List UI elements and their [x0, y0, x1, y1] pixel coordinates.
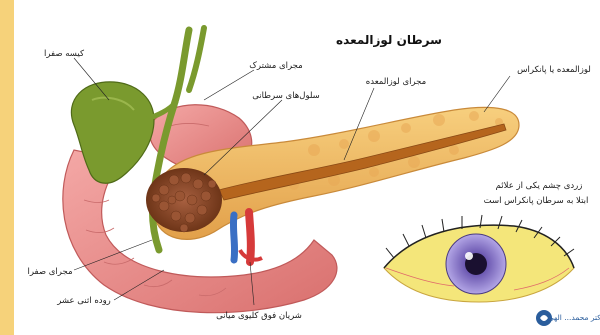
label-pancreatic-duct: مجرای لوزالمعده — [366, 77, 426, 87]
label-common-duct: مجرای مشترک — [249, 61, 302, 71]
illustration-canvas: سرطان لوزالمعده — [14, 0, 600, 335]
logo-text: دکتر محمد... الهی — [548, 313, 600, 322]
label-cancer-cells: سلول‌های سرطانی — [252, 91, 320, 101]
publisher-logo: دکتر محمد... الهی — [536, 310, 600, 326]
hepatic-duct — [189, 28, 204, 90]
label-bile-duct: مجرای صفرا — [27, 267, 72, 277]
diagram-title: سرطان لوزالمعده — [336, 33, 442, 48]
label-pancreas: لوزالمعده یا پانکراس — [517, 65, 591, 75]
jaundiced-eye — [384, 215, 574, 302]
eye-note-line-1: زردی چشم یکی از علائم — [496, 181, 583, 191]
tumor-mass — [146, 168, 222, 232]
label-artery: شریان فوق کلیوی میانی — [216, 311, 302, 321]
eye-note-line-2: ابتلا به سرطان پانکراس است — [484, 196, 589, 206]
mesenteric-vessels — [233, 212, 262, 262]
label-duodenum: روده اثنی عشر — [56, 296, 111, 306]
label-gallbladder: کیسه صفرا — [44, 49, 85, 59]
pancreas-cancer-diagram: سرطان لوزالمعده — [14, 0, 600, 335]
